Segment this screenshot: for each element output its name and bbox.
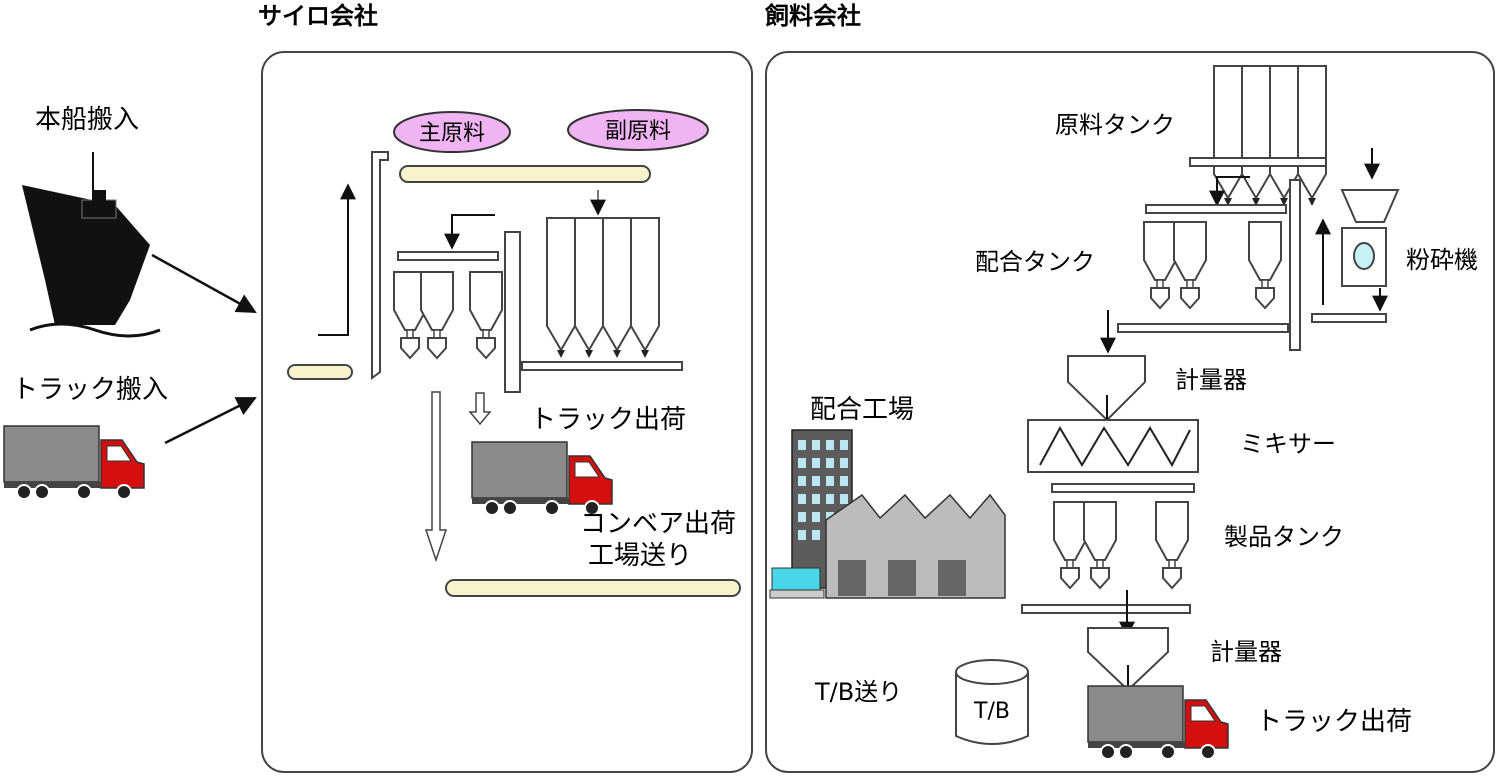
blend-factory-label: 配合工場 [810, 395, 914, 425]
feed-company-title: 飼料会社 [765, 2, 861, 30]
scale-2-icon [1087, 627, 1169, 692]
crusher-window-icon [1353, 242, 1375, 270]
crusher-hopper [1340, 189, 1400, 223]
material-tank-1 [1213, 65, 1243, 207]
feed-company-panel [765, 51, 1495, 773]
scale-2-label: 計量器 [1210, 638, 1282, 666]
tb-container-icon [955, 659, 1029, 745]
product-bottom-conveyor [1021, 604, 1191, 614]
factory-send-label: 工場送り [588, 541, 692, 571]
small-tank-2 [420, 271, 454, 359]
tb-container-label: T/B [973, 699, 1010, 724]
truck-shipping-hollow-arrow [468, 392, 492, 426]
mixer-label: ミキサー [1240, 430, 1336, 458]
scale-1-label: 計量器 [1175, 366, 1247, 394]
product-tank-1 [1053, 501, 1087, 589]
silo-company-title: サイロ会社 [258, 2, 378, 30]
silo-shipping-truck-icon [471, 441, 613, 516]
material-tank-label: 原料タンク [1055, 111, 1175, 139]
silo-bottom-conveyor [521, 361, 683, 371]
return-arrow [444, 214, 495, 250]
silo-tank-1 [546, 217, 576, 359]
mixer-body [1027, 419, 1199, 473]
blend-tank-2 [1173, 221, 1207, 309]
factory-building-icon [769, 429, 1006, 599]
elevator-lift-arrow [318, 183, 356, 336]
ship-inbound-label: 本船搬入 [35, 105, 139, 135]
crusher-conveyor [1311, 313, 1387, 323]
feed-shipping-truck-icon [1087, 685, 1229, 760]
conveyor-shipping-label: コンベア出荷 [580, 509, 736, 539]
crusher-body [1341, 227, 1387, 287]
main-material-label: 主原料 [419, 121, 485, 146]
product-tank-2 [1083, 501, 1117, 589]
inbound-truck-icon [3, 425, 145, 500]
small-tank-conveyor [397, 251, 499, 261]
main-material-pill: 主原料 [393, 111, 511, 153]
top-conveyor [399, 165, 651, 183]
crusher-label: 粉砕機 [1406, 246, 1478, 274]
sub-material-label: 副原料 [605, 119, 671, 144]
silo-tank-3 [602, 217, 632, 359]
conveyor-shipping-hollow-arrow [424, 391, 448, 563]
to-blend-arrow [1209, 176, 1250, 207]
product-tank-label: 製品タンク [1224, 523, 1344, 551]
blend-tank-1 [1143, 221, 1177, 309]
silo-company-panel [261, 51, 753, 773]
scale-1-icon [1067, 355, 1146, 422]
inlet-conveyor [287, 364, 353, 380]
silo-truck-shipping-label: トラック出荷 [530, 405, 686, 435]
return-elevator [504, 231, 521, 393]
truck-inbound-label: トラック搬入 [12, 375, 168, 405]
sub-material-pill: 副原料 [567, 109, 709, 151]
product-top-conveyor [1051, 483, 1195, 493]
bucket-elevator [371, 151, 389, 380]
ship-icon [22, 185, 161, 338]
material-bottom-conveyor [1189, 157, 1327, 167]
small-tank-3 [469, 271, 503, 359]
blend-tank-label: 配合タンク [975, 248, 1095, 276]
feed-truck-shipping-label: トラック出荷 [1256, 707, 1412, 737]
material-tank-4 [1297, 65, 1327, 207]
feed-elevator [1289, 179, 1301, 351]
truck-to-silo-arrow [164, 396, 257, 445]
mixer-blade-icon [1039, 425, 1191, 468]
blend-bottom-conveyor [1117, 323, 1289, 333]
ship-to-silo-arrow [151, 253, 257, 314]
silo-tank-2 [574, 217, 604, 359]
silo-tank-4 [630, 217, 660, 359]
blend-top-conveyor [1145, 204, 1287, 214]
material-tank-2 [1241, 65, 1271, 207]
product-tank-3 [1155, 501, 1189, 589]
factory-conveyor [445, 579, 741, 597]
blend-tank-3 [1248, 221, 1282, 309]
tb-send-label: T/B送り [814, 678, 902, 706]
